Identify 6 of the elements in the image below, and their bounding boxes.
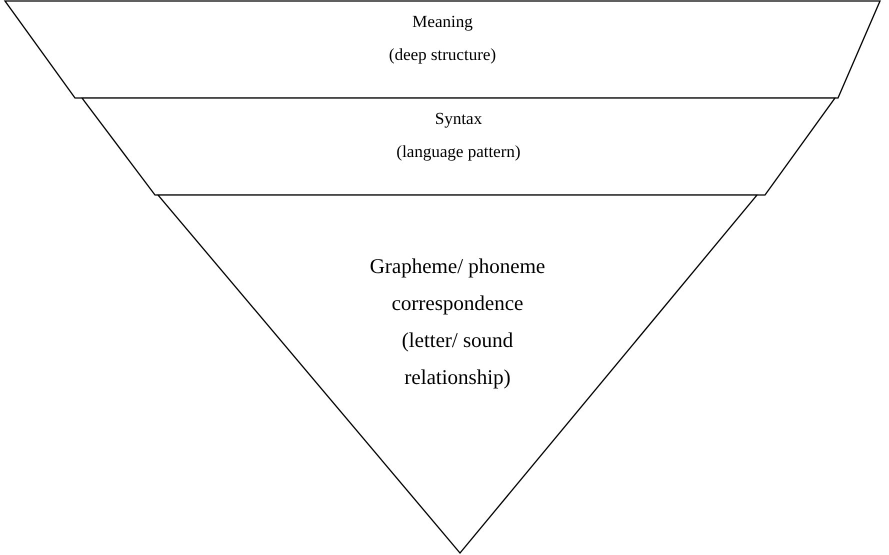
band-title: Grapheme/ phoneme correspondence [368, 253, 546, 317]
band-subtitle: (language pattern) [396, 141, 521, 163]
band-subtitle: (deep structure) [388, 44, 496, 66]
band-subtitle: (letter/ sound relationship) [400, 327, 514, 391]
band-title: Syntax [434, 108, 482, 130]
band-title: Meaning [412, 11, 473, 33]
